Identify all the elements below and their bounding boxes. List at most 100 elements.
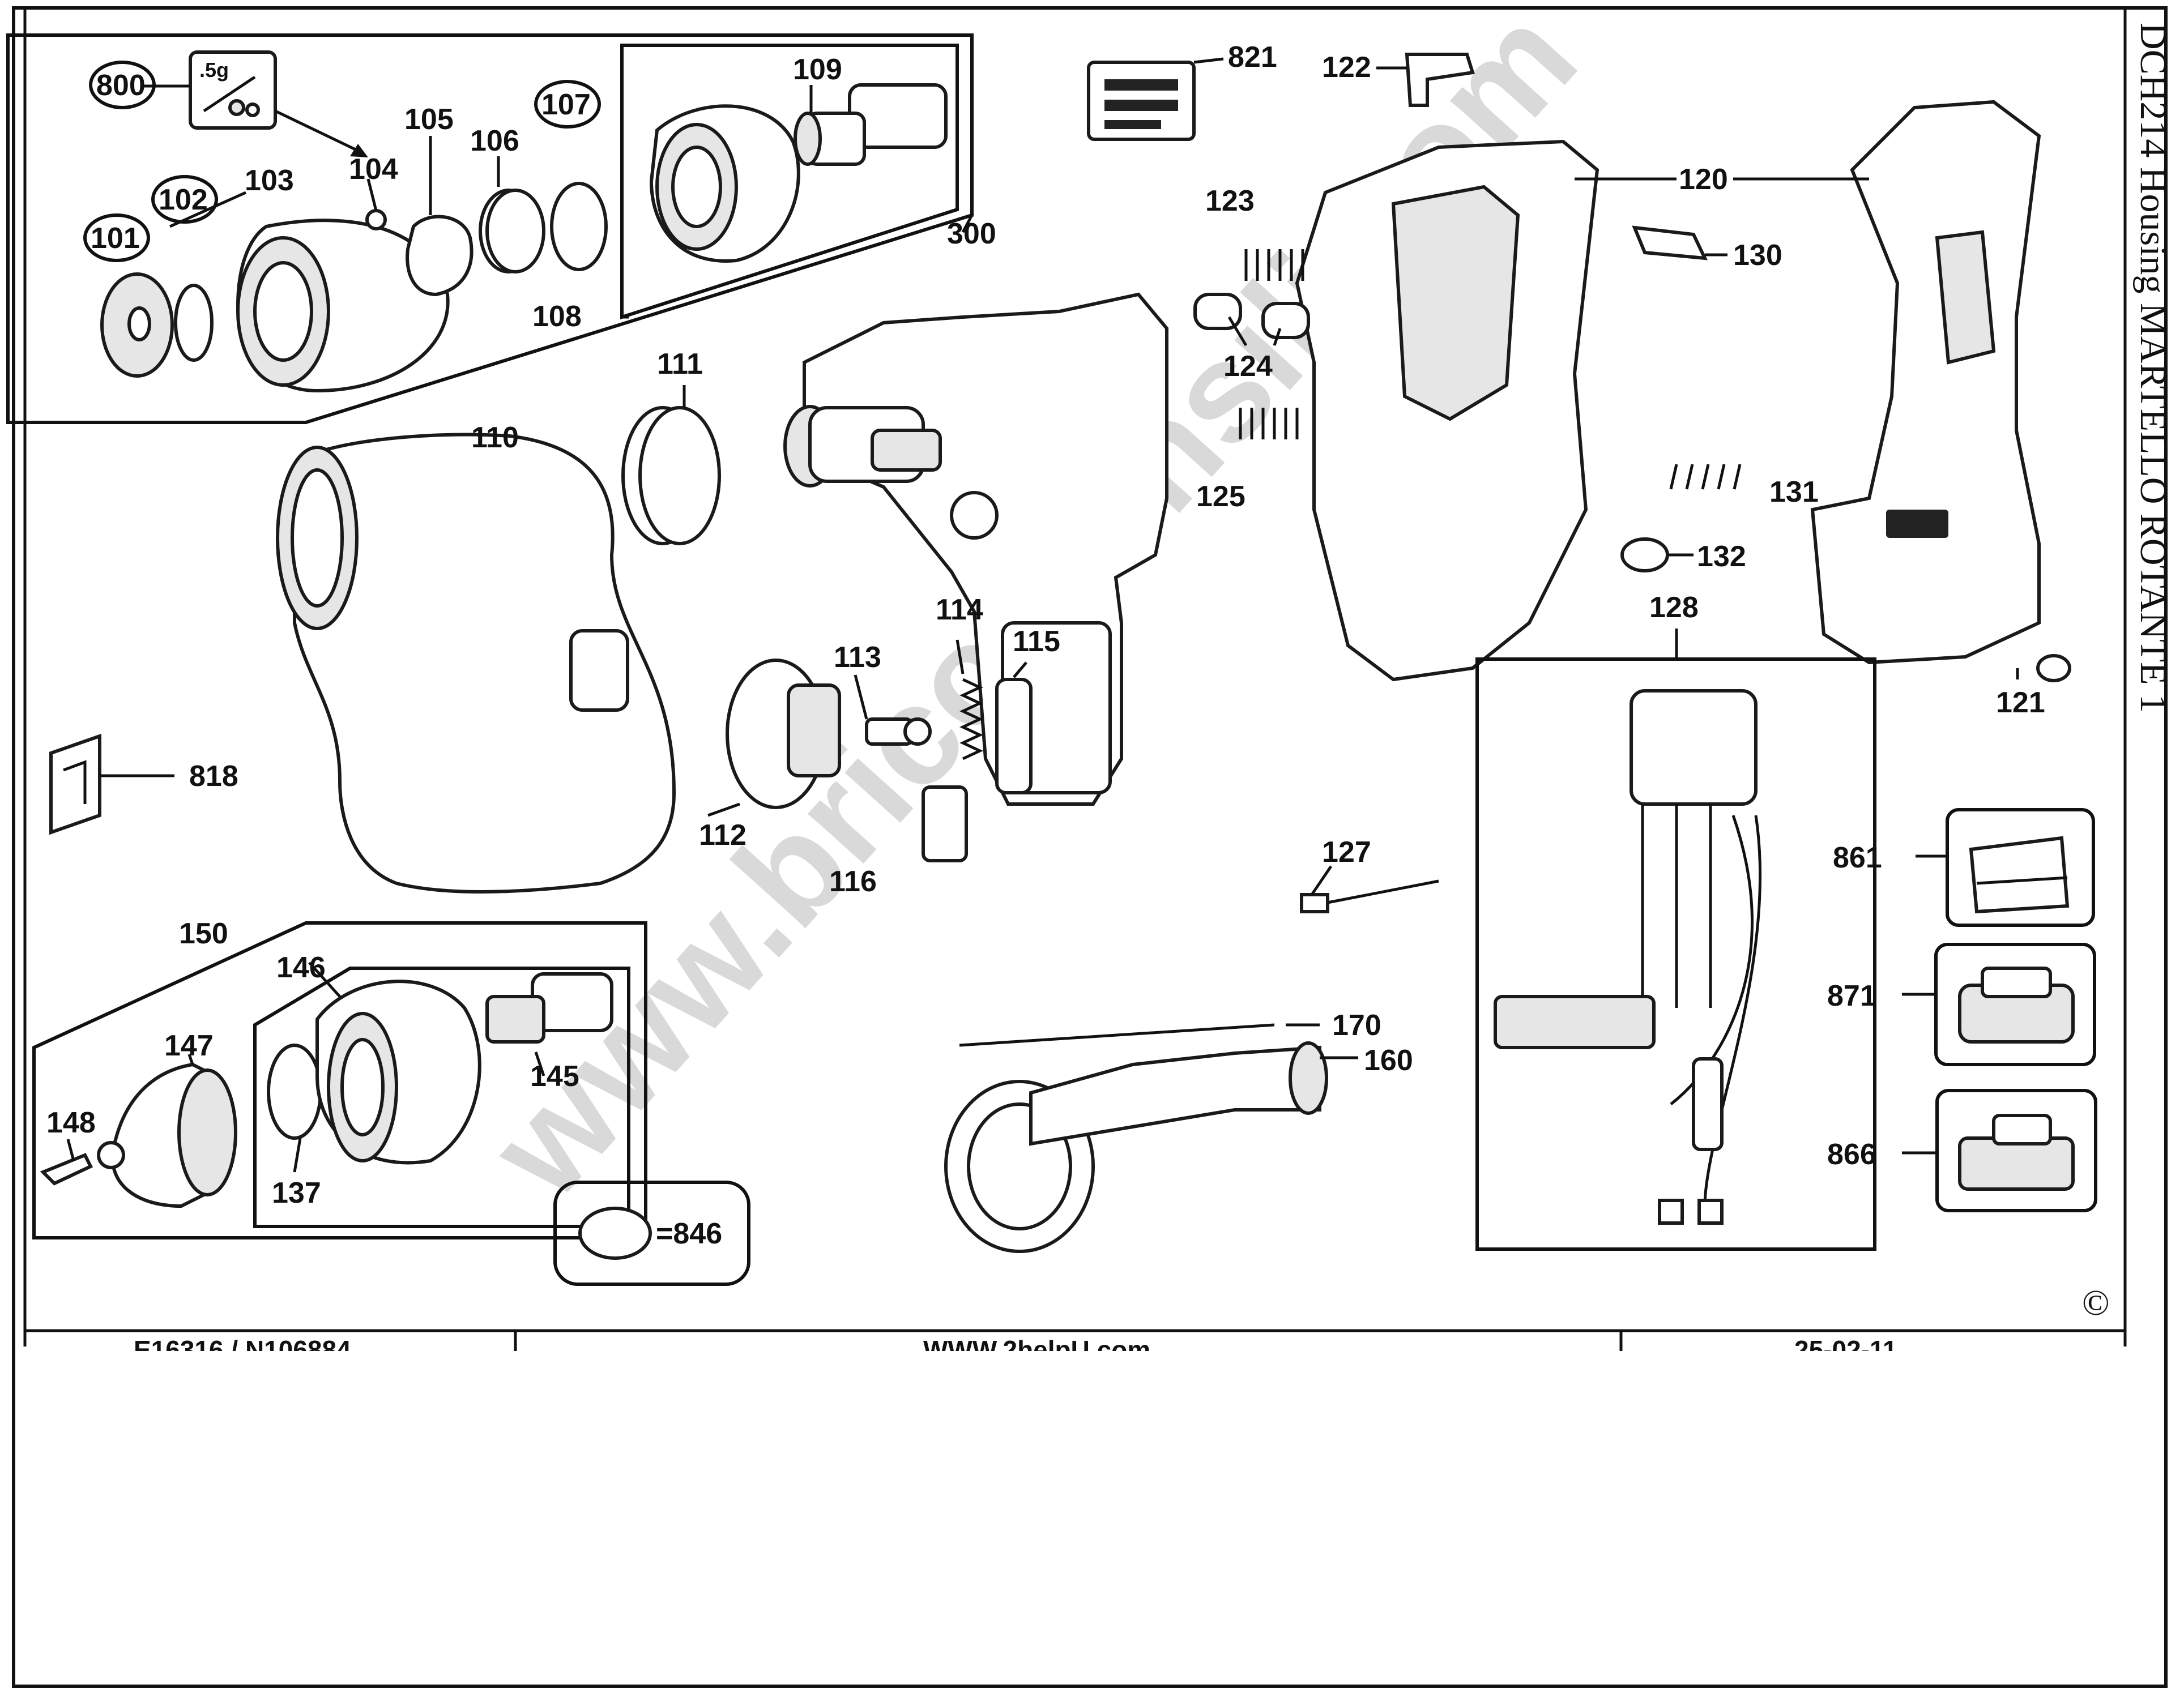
label-150: 150 [179, 917, 228, 950]
part-132-button [1620, 537, 1669, 572]
label-101: 101 [91, 222, 140, 255]
label-148: 148 [46, 1106, 96, 1139]
part-116-actuator [922, 785, 968, 862]
label-170: 170 [1332, 1009, 1381, 1042]
part-106-spring [479, 189, 545, 273]
part-107-ring [550, 182, 608, 271]
part-103-sleeve [236, 219, 450, 393]
part-160-side-handle [944, 1041, 1328, 1253]
part-labels: 800 104 105 106 107 101 102 103 109 108 … [46, 41, 2045, 1209]
part-130-plate [1632, 225, 1708, 260]
group-box-300 [6, 33, 974, 424]
label-861: 861 [1833, 841, 1882, 874]
part-120-housing-left [1295, 139, 1599, 682]
label-123: 123 [1205, 185, 1255, 217]
label-131: 131 [1769, 476, 1819, 508]
part-114-spring [959, 678, 983, 760]
part-121-pin [2036, 654, 2071, 682]
group-box-146 [253, 967, 630, 1228]
part-131-spring [1669, 464, 1742, 490]
label-122: 122 [1322, 51, 1371, 84]
part-105-cap [406, 215, 474, 297]
part-120-housing-right [1810, 100, 2041, 665]
part-110-gearcase [276, 433, 676, 894]
part-170-depth-rod [959, 1023, 1275, 1047]
part-123-spring [1244, 249, 1304, 281]
label-109: 109 [793, 53, 842, 86]
motor-assembly [783, 292, 1168, 806]
part-125-spring [1239, 408, 1299, 439]
label-104: 104 [349, 153, 398, 186]
label-106: 106 [470, 125, 519, 157]
part-128-switch-harness [1494, 689, 1762, 1225]
grease-tube-icon: .5g [189, 50, 277, 130]
part-124-sleeve-a [1193, 293, 1242, 330]
part-137-ring [267, 1044, 322, 1140]
label-121: 121 [1996, 686, 2045, 719]
label-800: 800 [96, 69, 146, 102]
part-146-collar [315, 980, 481, 1165]
label-127: 127 [1322, 836, 1371, 869]
leader-lines [66, 57, 2019, 1173]
label-130: 130 [1733, 239, 1782, 272]
label-137: 137 [272, 1177, 321, 1209]
label-110: 110 [471, 421, 519, 454]
label-300: 300 [947, 217, 996, 250]
part-113-pin [865, 717, 932, 746]
footer-mask [17, 1351, 2162, 1368]
part-147-keyless-chuck [97, 1062, 237, 1208]
label-108: 108 [532, 300, 582, 333]
part-861-case [1946, 808, 2095, 927]
part-115-plate [995, 678, 1033, 794]
label-125: 125 [1196, 480, 1245, 513]
label-111: 111 [657, 348, 703, 381]
label-115: 115 [1013, 625, 1060, 658]
label-866: 866 [1827, 1138, 1876, 1171]
group-box-150 [32, 921, 647, 1239]
label-107: 107 [541, 88, 591, 121]
part-102-ring [174, 284, 214, 362]
label-113: 113 [834, 641, 881, 674]
part-108-collar [649, 104, 800, 263]
part-124-sleeve-b [1261, 302, 1310, 339]
label-112: 112 [699, 819, 747, 852]
label-102: 102 [159, 183, 208, 216]
part-818-label [49, 733, 101, 835]
label-132: 132 [1697, 540, 1746, 573]
part-148-screw [40, 1153, 93, 1186]
part-122-clip [1405, 53, 1475, 107]
label-145: 145 [530, 1060, 579, 1093]
part-145-spindle [485, 972, 613, 1044]
part-104-ball [365, 209, 387, 230]
part-127-wire [1300, 879, 1439, 913]
part-101-washer [100, 272, 174, 378]
label-103: 103 [245, 164, 294, 197]
label-120: 120 [1679, 163, 1728, 196]
label-147: 147 [164, 1029, 214, 1062]
label-871: 871 [1827, 980, 1876, 1012]
part-821-label [1087, 61, 1196, 141]
part-871-charger [1934, 943, 2096, 1066]
part-111-ring [621, 406, 721, 545]
label-114: 114 [936, 593, 983, 626]
svg-text:=846: =846 [656, 1217, 722, 1250]
label-105: 105 [404, 103, 454, 136]
outer-frame [12, 6, 2168, 1688]
label-821: 821 [1228, 41, 1277, 74]
circled-callouts [83, 61, 601, 262]
svg-text:.5g: .5g [199, 58, 229, 82]
label-124: 124 [1223, 350, 1273, 383]
group-box-108 [620, 44, 959, 320]
label-160: 160 [1364, 1044, 1413, 1077]
label-146: 146 [276, 951, 326, 984]
label-818: 818 [189, 760, 238, 793]
part-112-selector-knob [726, 659, 841, 809]
part-866-battery [1935, 1089, 2097, 1212]
side-title: DCH214 Housing MARTELLO ROTANTE 1 [2132, 23, 2174, 713]
label-116: 116 [829, 865, 877, 898]
part-109-spindle [794, 83, 948, 166]
label-128: 128 [1649, 591, 1699, 624]
copyright-mark: © [2082, 1283, 2110, 1323]
